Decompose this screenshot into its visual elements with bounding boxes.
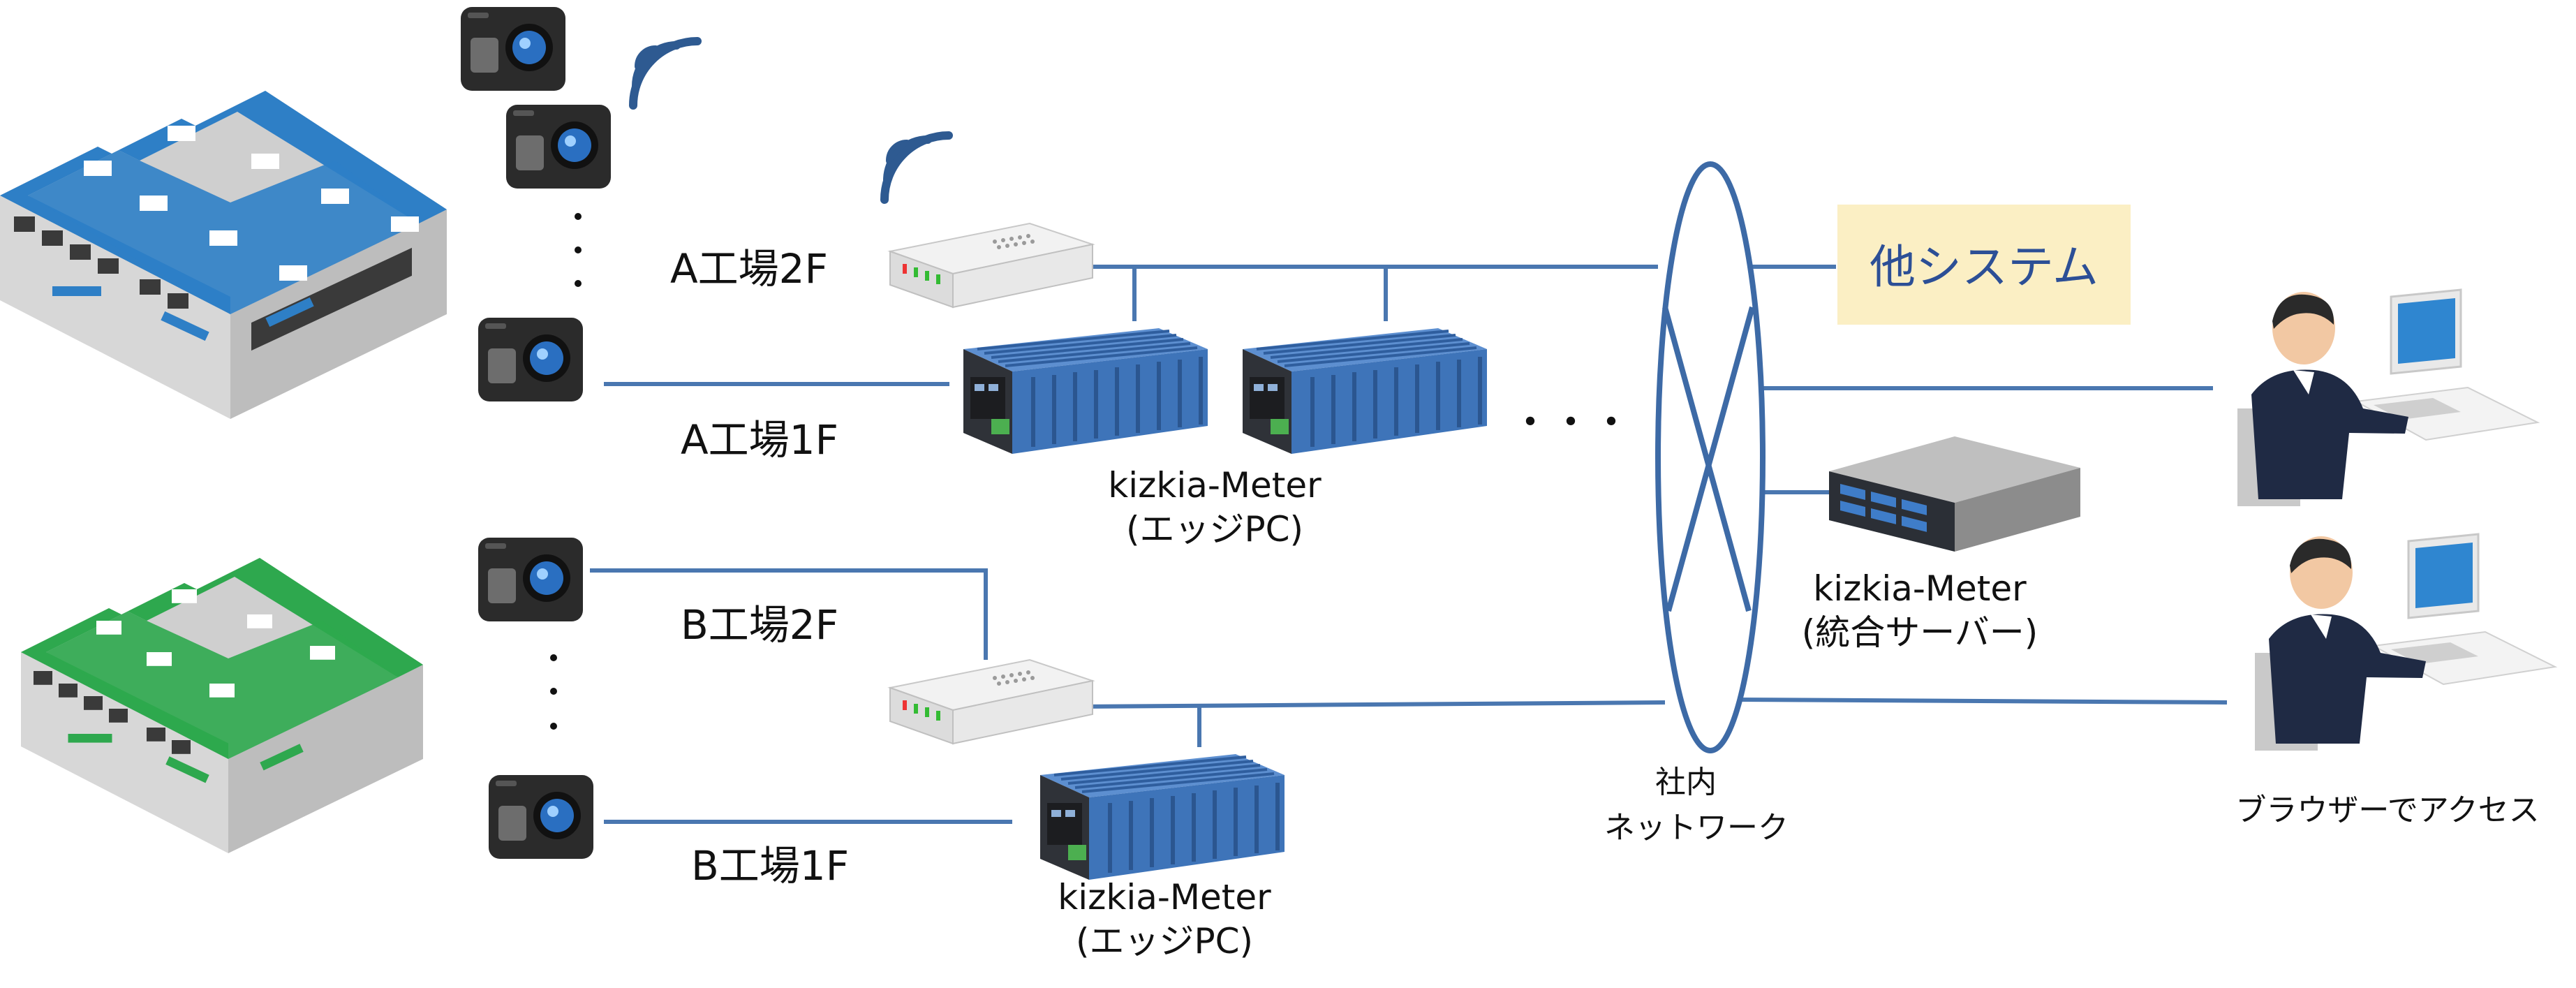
edge-pc-bottom-name: kizkia-Meter (1058, 877, 1271, 917)
user-at-computer-icon (2236, 288, 2539, 508)
server-sub: (統合サーバー) (1802, 612, 2038, 653)
floor-label-a1: A工場1F (681, 416, 838, 464)
factory-a-icon (0, 91, 447, 419)
wifi-signal-icon (884, 135, 949, 200)
floor-label-a2: A工場2F (670, 245, 828, 293)
camera-icon (478, 318, 583, 401)
edge-pc-bottom-sub: (エッジPC) (1076, 921, 1253, 961)
network-switch-icon-b (889, 659, 1093, 744)
edge-pc-ellipsis: ・・・ (1510, 399, 1631, 446)
server-name: kizkia-Meter (1813, 568, 2027, 609)
user-at-computer-icon (2253, 533, 2556, 752)
internal-network-ellipse (1655, 161, 1766, 753)
other-system-label: 他システム (1870, 240, 2098, 294)
wifi-signal-icon (633, 41, 697, 105)
edge-pc-top-sub: (エッジPC) (1126, 509, 1303, 550)
connection-lines (590, 265, 2228, 824)
camera-ellipsis-b (550, 654, 557, 730)
camera-icon (489, 775, 593, 859)
network-switch-icon-a (889, 223, 1093, 308)
edge-pc-icon (949, 321, 1222, 461)
edge-pc-icon (1229, 321, 1501, 461)
browser-access-label: ブラウザーでアクセス (2235, 792, 2539, 828)
rack-server-icon (1829, 436, 2080, 552)
camera-ellipsis-a (575, 213, 582, 287)
camera-icon (478, 538, 583, 621)
floor-label-b1: B工場1F (691, 842, 849, 890)
camera-icon (461, 7, 565, 91)
floor-label-b2: B工場2F (681, 601, 838, 649)
edge-pc-top-name: kizkia-Meter (1108, 465, 1322, 506)
network-label-line2: ネットワーク (1604, 810, 1789, 846)
other-system-box: 他システム (1837, 205, 2131, 325)
network-label-line1: 社内 (1655, 765, 1717, 800)
factory-b-icon (21, 558, 423, 853)
edge-pc-icon (1026, 747, 1298, 887)
camera-icon (506, 105, 611, 189)
